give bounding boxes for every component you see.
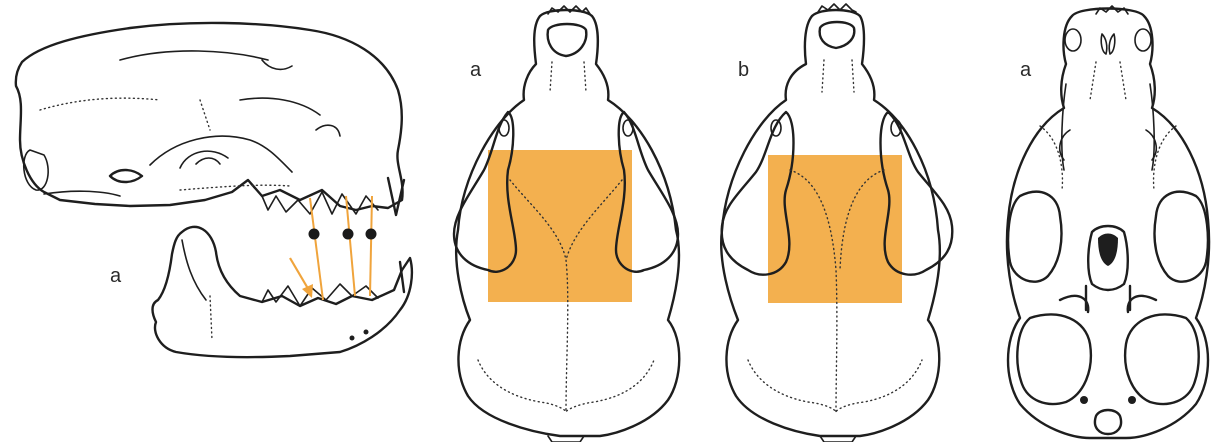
figure-label-dorsal-a: a	[470, 60, 481, 80]
highlight-region-a	[488, 150, 632, 302]
occlusion-dot-1	[309, 229, 320, 240]
figure-label-lateral: a	[110, 266, 121, 286]
skull-ventral	[1007, 6, 1209, 438]
skull-dorsal-a	[454, 6, 679, 442]
figure-label-dorsal-b: b	[738, 60, 749, 80]
occlusion-dot-3	[366, 229, 377, 240]
arrow-icon	[290, 258, 313, 298]
skull-dorsal-b	[721, 4, 952, 442]
figure-label-ventral: a	[1020, 60, 1031, 80]
occlusion-line-3	[370, 196, 372, 296]
skull-lateral-view	[16, 23, 412, 357]
occlusion-dot-2	[343, 229, 354, 240]
